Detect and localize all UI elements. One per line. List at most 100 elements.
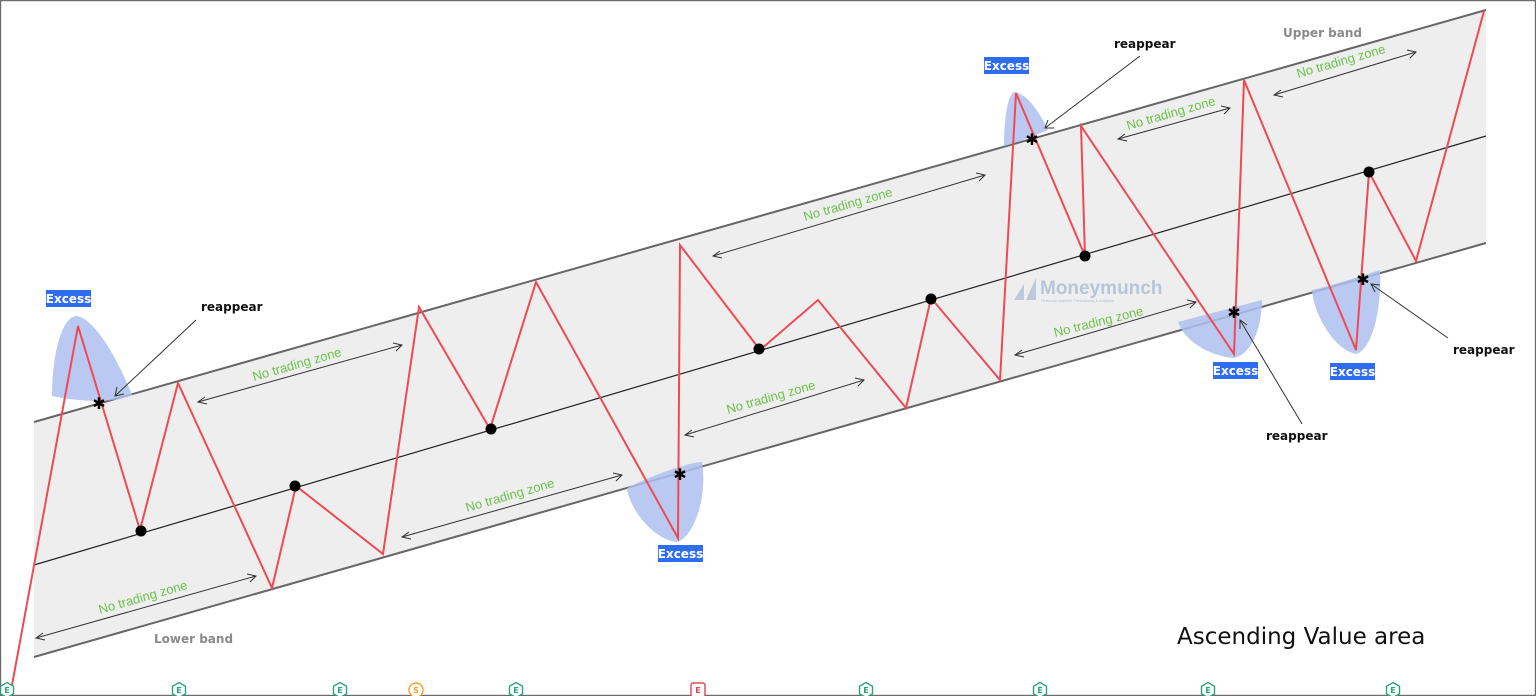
arrow-head-icon	[711, 250, 723, 259]
excess-tag-label: Excess	[1330, 365, 1375, 379]
watermark-brand: Moneymunch	[1040, 278, 1162, 299]
arrow-head-icon	[975, 172, 986, 182]
badge-shape-icon	[171, 681, 187, 696]
excess-tag-3: Excess	[984, 57, 1029, 74]
reappear-label: reappear	[1266, 429, 1328, 443]
watermark-tagline: Financial Markets Forecasting & Analysis	[1041, 298, 1114, 303]
reappear-label: reappear	[201, 300, 263, 314]
asterisk-icon: ✱	[92, 394, 105, 413]
arrow-head-icon	[114, 386, 125, 397]
badge-letter: S	[413, 686, 419, 695]
double-arrow-icon	[684, 379, 865, 436]
midline-touch-points	[135, 166, 1375, 537]
pointer-arrow-icon	[114, 319, 197, 397]
bottom-badge: E	[508, 681, 524, 696]
midline-dot	[135, 525, 147, 537]
arrow-head-icon	[1186, 299, 1197, 309]
midline-dot	[289, 480, 301, 492]
reappear-annotation-2: reappear	[1044, 37, 1176, 129]
double-arrow-icon	[1117, 107, 1231, 140]
badge-letter: E	[513, 686, 518, 695]
band-reentry-markers: ✱ ✱ ✱ ✱ ✱	[92, 130, 1369, 484]
value-area-band	[34, 10, 1486, 657]
reappear-label: reappear	[1453, 343, 1515, 357]
arrow-head-icon	[1370, 283, 1381, 293]
bottom-badge: E	[332, 681, 348, 696]
arrow-head-icon	[392, 342, 403, 352]
bottom-badge: S	[408, 682, 424, 696]
badge-letter: E	[337, 686, 342, 695]
pointer-arrow-icon	[1239, 319, 1303, 425]
logo-icon	[1014, 284, 1024, 300]
arrow-head-icon	[612, 472, 623, 482]
arrow-head-icon	[683, 429, 695, 438]
badge-shape-icon	[1032, 681, 1048, 696]
diagram-title: Ascending Value area	[1177, 624, 1425, 650]
badge-letter: E	[176, 686, 181, 695]
reappear-annotation-4: reappear	[1370, 283, 1515, 357]
double-arrow-icon	[197, 344, 403, 403]
arrow-head-icon	[34, 632, 46, 641]
lower-band-label: Lower band	[154, 632, 233, 646]
arrow-head-icon	[1406, 49, 1417, 59]
pointer-arrow-icon	[1044, 55, 1141, 129]
excess-tag-label: Excess	[658, 547, 703, 561]
badge-shape-icon	[1385, 681, 1401, 696]
excess-tag-4: Excess	[1213, 362, 1258, 379]
excess-tag-1: Excess	[46, 290, 91, 307]
arrow-head-icon	[1013, 349, 1025, 358]
reappear-annotation-3: reappear	[1239, 319, 1328, 443]
arrow-head-icon	[246, 573, 257, 583]
arrow-head-icon	[400, 531, 412, 540]
midline-dot	[1363, 166, 1375, 178]
midline-dot	[485, 423, 497, 435]
badge-letter: E	[1205, 686, 1210, 695]
arrow-head-icon	[1116, 133, 1128, 142]
upper-band-label: Upper band	[1283, 26, 1362, 40]
bottom-badge: E	[1385, 681, 1401, 696]
badge-shape-icon	[690, 682, 706, 696]
asterisk-icon: ✱	[1227, 303, 1240, 322]
badge-letter: E	[863, 686, 868, 695]
excess-highlight-4	[1178, 300, 1262, 358]
arrow-head-icon	[1044, 119, 1054, 129]
double-arrow-icon	[1273, 51, 1417, 96]
excess-tag-label: Excess	[46, 292, 91, 306]
arrow-head-icon	[1272, 89, 1284, 98]
arrow-head-icon	[1220, 105, 1231, 115]
midline-dot	[925, 293, 937, 305]
badge-shape-icon	[408, 682, 424, 696]
pointer-arrow-icon	[1370, 283, 1449, 339]
midline-dot	[753, 343, 765, 355]
excess-highlight-5	[1312, 270, 1381, 354]
badge-letter: E	[1390, 686, 1395, 695]
excess-tag-label: Excess	[984, 59, 1029, 73]
badge-letter: E	[1037, 686, 1042, 695]
reappear-label: reappear	[1114, 37, 1176, 51]
arrow-head-icon	[1239, 319, 1248, 329]
arrow-head-icon	[196, 396, 208, 405]
badge-shape-icon	[858, 681, 874, 696]
midline-dot	[1079, 250, 1091, 262]
badge-shape-icon	[1200, 681, 1216, 696]
moneymunch-watermark: Moneymunch Financial Markets Forecasting…	[1014, 278, 1162, 303]
bottom-badge: E	[858, 681, 874, 696]
reappear-annotations: reappear reappear reappear reappear	[114, 37, 1515, 443]
reappear-annotation-1: reappear	[114, 300, 263, 397]
double-arrow-icon	[1014, 301, 1197, 356]
bottom-badge: E	[1032, 681, 1048, 696]
bottom-badge: E	[690, 682, 706, 696]
price-path	[9, 10, 1485, 696]
arrow-head-icon	[854, 377, 865, 387]
asterisk-icon: ✱	[1356, 270, 1369, 289]
excess-highlight-1	[52, 316, 132, 401]
double-arrow-icon	[712, 174, 986, 257]
double-arrow-icon	[401, 474, 623, 538]
badge-shape-icon	[508, 681, 524, 696]
badge-shape-icon	[0, 681, 15, 696]
excess-tag-label: Excess	[1213, 364, 1258, 378]
